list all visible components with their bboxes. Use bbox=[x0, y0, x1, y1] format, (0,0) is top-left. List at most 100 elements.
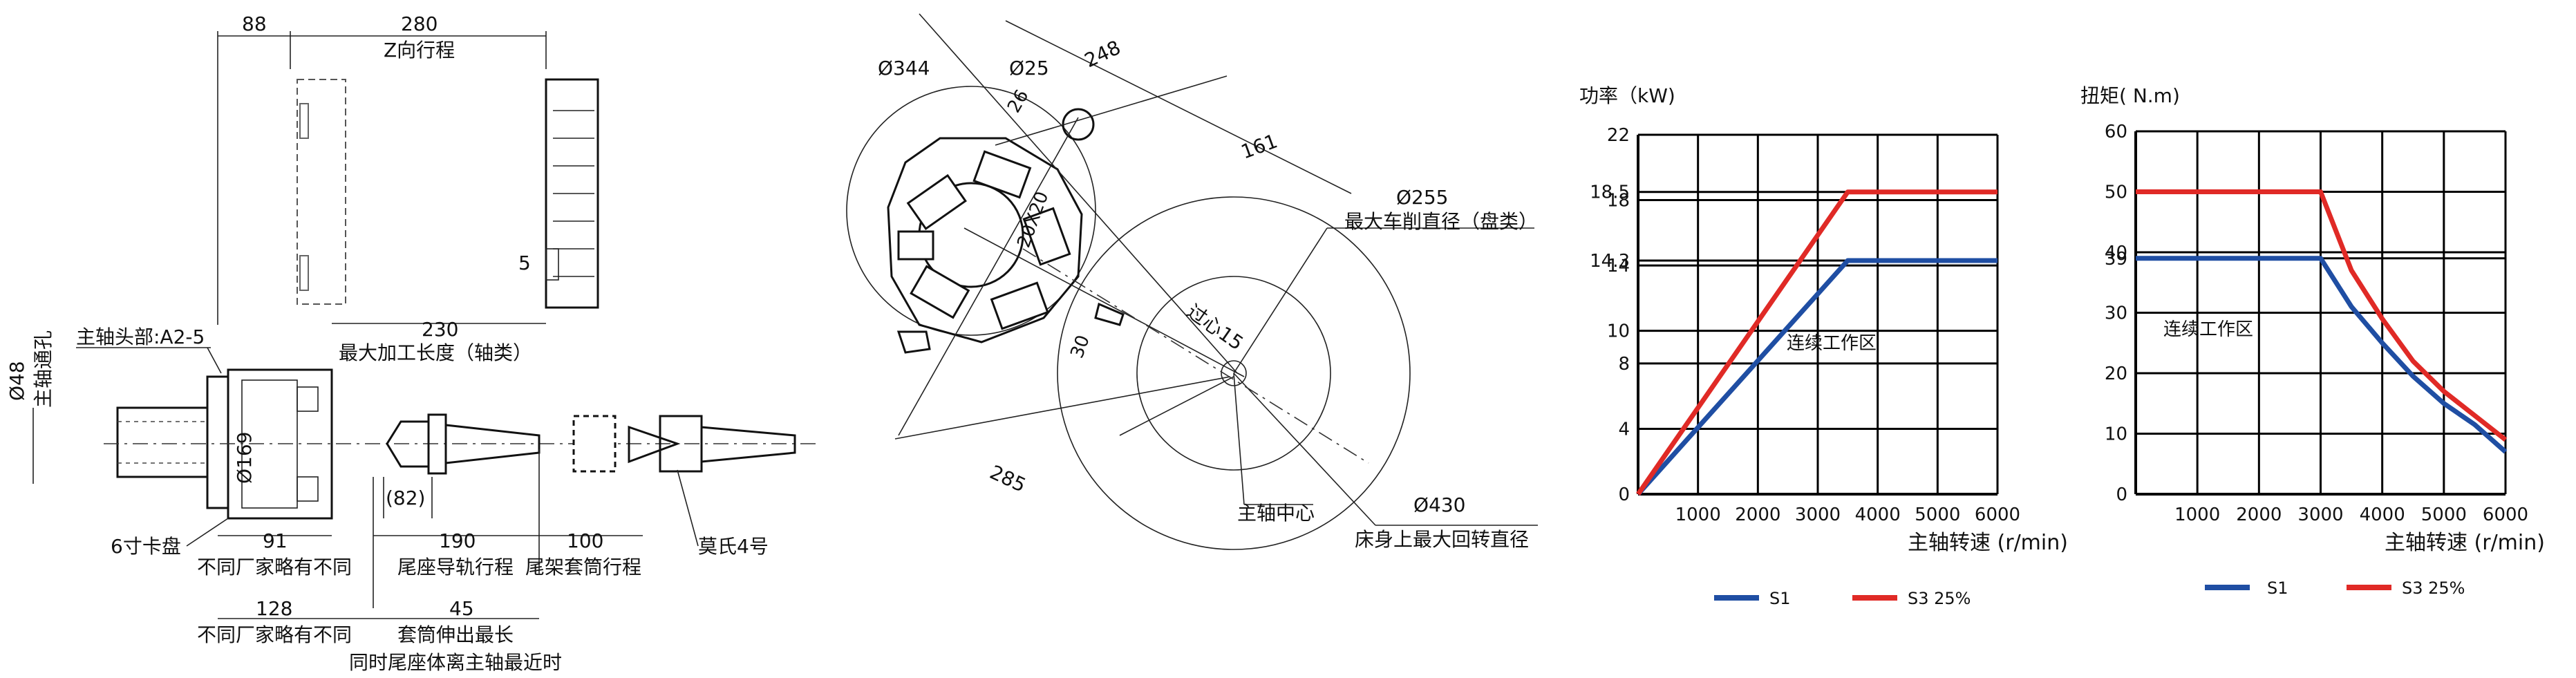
tool-slot bbox=[545, 248, 559, 281]
construction-line bbox=[919, 13, 1238, 374]
tool-block bbox=[906, 173, 967, 231]
leader bbox=[1233, 373, 1376, 526]
bore-label: 主轴通孔 bbox=[32, 330, 55, 408]
y-tick-label: 40 bbox=[2105, 243, 2127, 263]
x-tick-label: 2000 bbox=[1735, 505, 1780, 525]
tool-slot bbox=[299, 255, 309, 291]
dim-26: 26 bbox=[1004, 86, 1033, 117]
spindle-nose-label: 主轴头部:A2-5 bbox=[76, 326, 205, 348]
construction-line bbox=[894, 376, 1231, 440]
turret-diagram: Ø344 Ø25 248 26 161 20X20 Ø255 最大车削直径（盘类… bbox=[846, 13, 1538, 551]
max-turn-length-label: 最大加工长度（轴类） bbox=[339, 341, 532, 364]
dim-91: 91 bbox=[263, 529, 288, 552]
dim-line-248 bbox=[1005, 20, 1352, 194]
quill-ext-label: 套筒伸出最长 bbox=[397, 623, 514, 646]
tool-block bbox=[972, 150, 1032, 199]
torque-legend-s3: S3 25% bbox=[2402, 578, 2465, 598]
power-series bbox=[1636, 189, 1998, 496]
turret-disc bbox=[887, 137, 1083, 343]
construction-line bbox=[995, 75, 1228, 146]
dim-430: Ø430 bbox=[1413, 493, 1465, 516]
x-tick-label: 1000 bbox=[1675, 505, 1721, 525]
dim-161: 161 bbox=[1238, 129, 1281, 163]
spindle-center-mark bbox=[1221, 360, 1247, 386]
jaw bbox=[297, 476, 319, 502]
y-tick-label: 0 bbox=[2116, 484, 2127, 505]
power-xlabel: 主轴转速 (r/min) bbox=[1908, 531, 2068, 555]
over-center-label: 过心15 bbox=[1183, 300, 1248, 355]
dim-45: 45 bbox=[449, 597, 474, 620]
y-tick-label: 18.5 bbox=[1590, 182, 1630, 203]
turret-envelope bbox=[846, 86, 1096, 336]
dim-280: 280 bbox=[401, 12, 438, 35]
power-region-label: 连续工作区 bbox=[1787, 333, 1877, 354]
x-tick-label: 3000 bbox=[2297, 505, 2343, 525]
leader bbox=[186, 518, 229, 547]
dim-190: 190 bbox=[439, 529, 476, 552]
quill-travel-label: 尾架套筒行程 bbox=[525, 556, 641, 578]
power-grid bbox=[1637, 133, 1999, 496]
chuck-dia: Ø169 bbox=[233, 432, 256, 484]
y-tick-label: 18 bbox=[1607, 191, 1630, 211]
turret-body bbox=[545, 78, 599, 309]
series-line-s1 bbox=[2136, 256, 2508, 454]
x-tick-label: 2000 bbox=[2236, 505, 2282, 525]
x-tick-label: 6000 bbox=[1975, 505, 2020, 525]
tool-block bbox=[910, 265, 970, 319]
spindle-center-label: 主轴中心 bbox=[1237, 502, 1315, 525]
torque-grid bbox=[2134, 130, 2507, 496]
y-tick-label: 50 bbox=[2105, 182, 2127, 203]
tail-rail-label: 尾座导轨行程 bbox=[397, 556, 514, 578]
dim-30: 30 bbox=[1066, 332, 1094, 361]
series-line-s3 bbox=[2136, 189, 2508, 442]
torque-region-label: 连续工作区 bbox=[2163, 319, 2253, 340]
x-tick-label: 1000 bbox=[2174, 505, 2220, 525]
torque-series bbox=[2135, 189, 2508, 454]
y-tick-label: 10 bbox=[1607, 321, 1630, 342]
tool-block bbox=[1022, 207, 1071, 266]
y-tick-label: 30 bbox=[2105, 303, 2127, 324]
tool-slot bbox=[299, 103, 309, 139]
dim-230: 230 bbox=[422, 318, 458, 341]
live-center bbox=[386, 420, 430, 468]
max-swing-circle bbox=[1057, 196, 1411, 550]
y-tick-label: 0 bbox=[1618, 484, 1630, 505]
torque-legend-s1: S1 bbox=[2267, 578, 2288, 598]
x-tick-label: 5000 bbox=[1915, 505, 1960, 525]
y-tick-label: 60 bbox=[2105, 122, 2127, 142]
y-tick-label: 14 bbox=[1607, 256, 1630, 276]
tool-holder-25 bbox=[1062, 108, 1095, 141]
leader bbox=[1233, 227, 1328, 374]
tool-block bbox=[990, 281, 1049, 330]
center-line bbox=[1022, 248, 1369, 464]
tool-block bbox=[897, 230, 934, 261]
construction-line bbox=[1119, 376, 1234, 436]
dim-128: 128 bbox=[256, 597, 292, 620]
dim-25: Ø25 bbox=[1009, 57, 1049, 79]
morse-taper bbox=[700, 426, 796, 463]
y-tick-label: 4 bbox=[1618, 419, 1630, 440]
dim-285: 285 bbox=[986, 460, 1029, 496]
z-travel-label: Z向行程 bbox=[384, 39, 455, 62]
leader bbox=[677, 469, 699, 547]
tailstock-ghost bbox=[572, 415, 617, 473]
morse-label: 莫氏4号 bbox=[698, 535, 769, 558]
dim-344: Ø344 bbox=[878, 57, 930, 79]
x-tick-label: 4000 bbox=[2360, 505, 2405, 525]
tool-tip bbox=[1094, 302, 1125, 326]
spindle-body bbox=[116, 406, 209, 478]
y-tick-label: 20 bbox=[2105, 364, 2127, 384]
dim-255: Ø255 bbox=[1396, 186, 1448, 209]
y-tick-label: 14.3 bbox=[1590, 251, 1630, 272]
tool-tip bbox=[896, 330, 931, 354]
construction-line bbox=[898, 117, 1079, 436]
leader bbox=[207, 347, 222, 374]
turret-ghost bbox=[297, 79, 346, 305]
y-tick-label: 22 bbox=[1607, 125, 1630, 146]
